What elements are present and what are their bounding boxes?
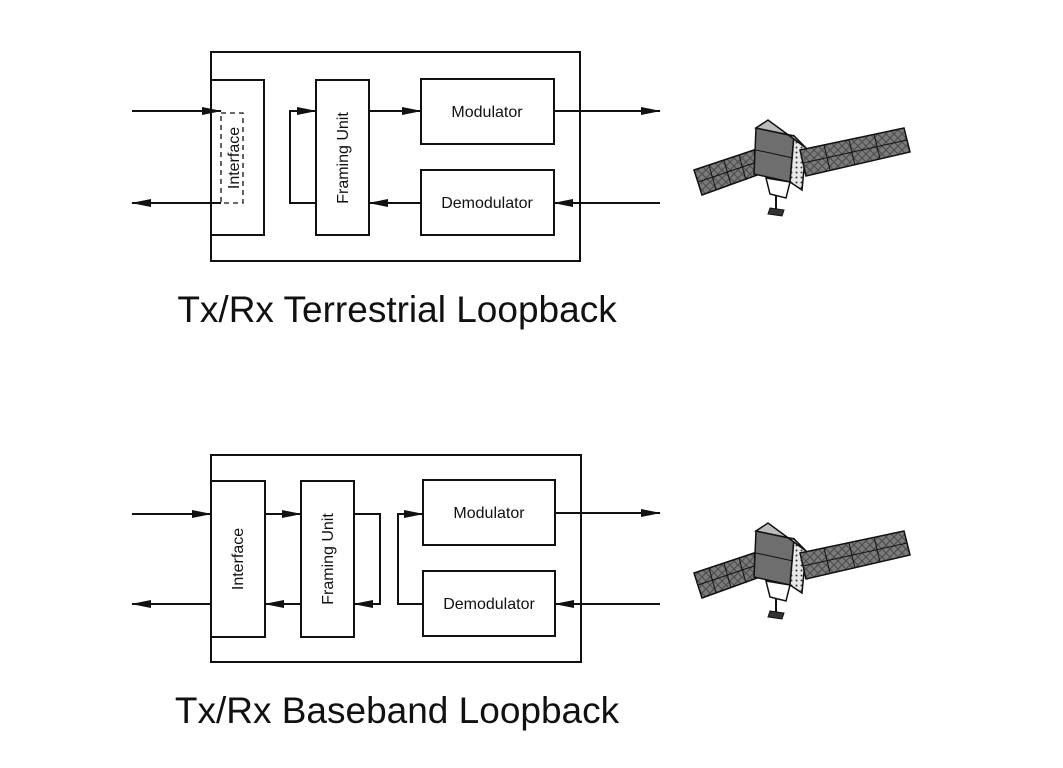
modulator-label: Modulator bbox=[451, 104, 523, 121]
caption-terrestrial: Tx/Rx Terrestrial Loopback bbox=[177, 289, 617, 330]
demodulator-label: Demodulator bbox=[443, 596, 535, 613]
satellite-icon bbox=[693, 522, 911, 620]
baseband-loopback-diagram: Interface Framing Unit Modulator Demodul… bbox=[131, 454, 661, 731]
modulator-label: Modulator bbox=[453, 505, 525, 522]
interface-label: Interface bbox=[230, 528, 247, 590]
interface-loopback-path bbox=[220, 112, 244, 204]
interface-label: Interface bbox=[226, 127, 243, 189]
interface-block bbox=[210, 79, 265, 236]
framing-unit-block bbox=[300, 480, 355, 638]
demod-to-mod-loop-arrow bbox=[397, 510, 424, 605]
demodulator-block bbox=[422, 570, 556, 637]
satellite-icon bbox=[693, 119, 911, 217]
framing-unit-label: Framing Unit bbox=[320, 513, 337, 605]
interface-block bbox=[210, 480, 266, 638]
framing-loopback-arrow bbox=[289, 107, 317, 204]
framing-unit-block bbox=[315, 79, 370, 236]
caption-baseband: Tx/Rx Baseband Loopback bbox=[175, 690, 620, 731]
framing-baseband-loopback-arrow bbox=[353, 513, 381, 608]
terrestrial-loopback-diagram: Interface Framing Unit Modulator Demodul… bbox=[131, 51, 661, 330]
framing-unit-label: Framing Unit bbox=[335, 112, 352, 204]
demodulator-label: Demodulator bbox=[441, 195, 533, 212]
